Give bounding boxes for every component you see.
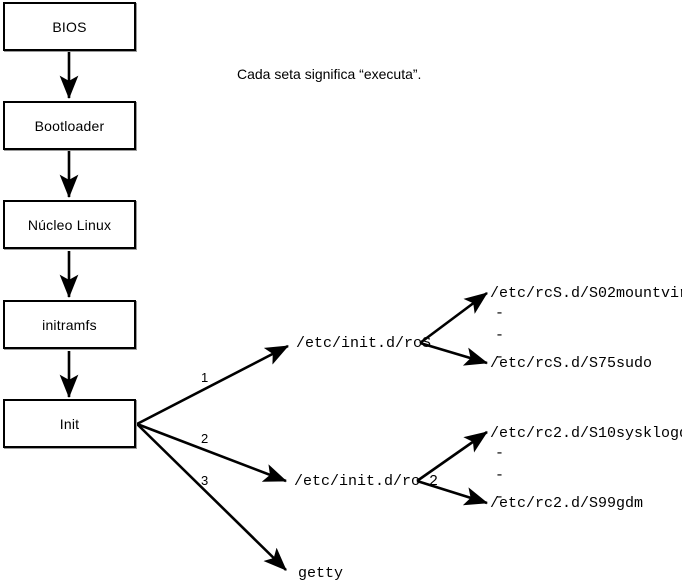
node-bios[interactable]: BIOS [3,2,136,51]
script-rc2-ellipsis: - - - [495,445,505,506]
arrow-rc2-to-last-script [416,479,488,506]
branch-number-3: 3 [201,473,209,488]
node-bootloader-label: Bootloader [34,117,105,134]
arrow-rcs-to-last-script [419,341,488,366]
arrow-init-branch-3 [136,423,287,571]
arrow-rcs-to-first-script [419,291,488,345]
arrow-init-branch-1 [136,344,289,426]
node-kernel-label: Núcleo Linux [27,216,112,233]
node-getty[interactable]: getty [298,565,344,582]
node-init[interactable]: Init [3,399,136,448]
script-rcs-first[interactable]: /etc/rcS.d/S02mountvirtfs [490,285,682,302]
node-kernel[interactable]: Núcleo Linux [3,200,136,249]
arrow-rc2-to-first-script [416,430,488,483]
branch-number-1: 1 [201,370,209,385]
script-rc2-first[interactable]: /etc/rc2.d/S10sysklogd [490,425,682,442]
node-init-label: Init [59,415,80,432]
node-bootloader[interactable]: Bootloader [3,101,136,150]
node-initramfs-label: initramfs [42,316,97,333]
script-rcs-last[interactable]: /etc/rcS.d/S75sudo [490,355,653,372]
arrow-init-branch-2 [136,422,287,483]
node-initramfs[interactable]: initramfs [3,300,136,349]
node-init-d-rcs[interactable]: /etc/init.d/rcS [296,335,432,352]
script-rc2-last[interactable]: /etc/rc2.d/S99gdm [490,495,644,512]
branch-number-2: 2 [201,431,209,446]
script-rcs-ellipsis: - - - [495,305,505,366]
node-bios-label: BIOS [52,18,87,35]
diagram-caption: Cada seta significa “executa”. [237,66,422,82]
node-init-d-rc2[interactable]: /etc/init.d/rc 2 [294,473,439,490]
